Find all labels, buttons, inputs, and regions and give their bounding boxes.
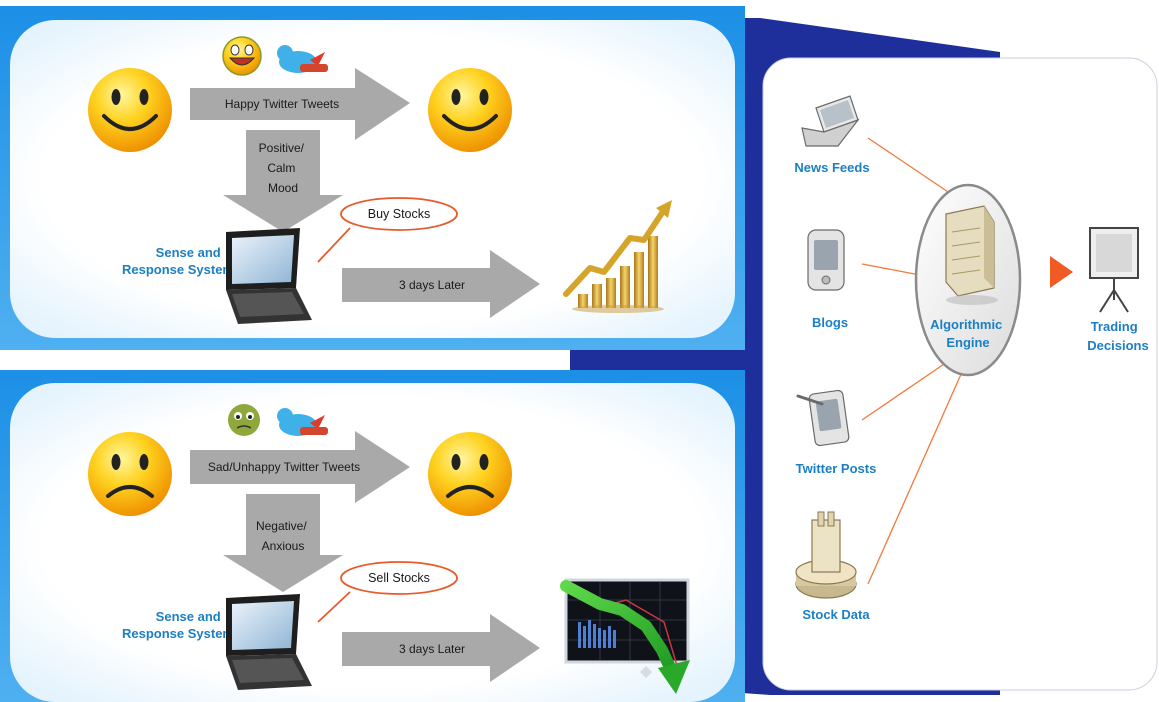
- rising-coin-stacks-icon: [563, 200, 672, 313]
- tweets-arrow: [190, 431, 410, 503]
- source-label-blogs: Blogs: [812, 315, 848, 330]
- tweets-arrow-label: Sad/Unhappy Twitter Tweets: [208, 460, 360, 474]
- output-label: Trading Decisions: [1087, 319, 1148, 353]
- bubble-text: Buy Stocks: [368, 207, 431, 221]
- bubble-text: Sell Stocks: [368, 571, 430, 585]
- sad-face-icon: [88, 432, 172, 516]
- system-label: Sense and Response System: [122, 245, 234, 277]
- system-label: Sense and Response System: [122, 609, 234, 641]
- later-arrow: [342, 250, 540, 318]
- speech-bubble: [317, 561, 458, 623]
- mood-arrow-label: Positive/ Calm Mood: [259, 141, 308, 195]
- stock-data-column-icon: [795, 511, 857, 599]
- laptop-icon: [801, 95, 860, 147]
- laptop-icon: [226, 228, 312, 324]
- mood-arrow: [223, 494, 343, 592]
- speech-bubble: [317, 197, 458, 263]
- twitter-bird-icon: [277, 408, 328, 436]
- output-arrow-icon: [1050, 256, 1073, 288]
- later-arrow-label: 3 days Later: [399, 278, 465, 292]
- engine-label: Algorithmic Engine: [930, 317, 1006, 350]
- handheld-device-icon: [796, 389, 850, 447]
- laptop-icon: [226, 594, 312, 690]
- later-arrow-label: 3 days Later: [399, 642, 465, 656]
- sick-face-icon: [228, 404, 260, 436]
- connector-lines: [861, 137, 963, 585]
- tweets-arrow-label: Happy Twitter Tweets: [225, 97, 339, 111]
- smiley-face-icon: [222, 36, 262, 76]
- mood-arrow-label: Negative/ Anxious: [256, 519, 310, 553]
- algorithmic-engine-node: [914, 183, 1022, 377]
- tweets-arrow: [190, 68, 410, 140]
- later-arrow: [342, 614, 540, 682]
- happy-face-icon: [88, 68, 172, 152]
- source-label-stock-data: Stock Data: [802, 607, 870, 622]
- sad-face-icon: [428, 432, 512, 516]
- happy-face-icon: [428, 68, 512, 152]
- presentation-screen-icon: [1089, 227, 1139, 313]
- source-label-news-feeds: News Feeds: [794, 160, 869, 175]
- twitter-bird-icon: [277, 45, 328, 73]
- mood-arrow: [223, 130, 343, 232]
- falling-stock-chart-icon: [560, 578, 690, 694]
- pda-icon: [807, 229, 845, 291]
- source-label-twitter-posts: Twitter Posts: [796, 461, 877, 476]
